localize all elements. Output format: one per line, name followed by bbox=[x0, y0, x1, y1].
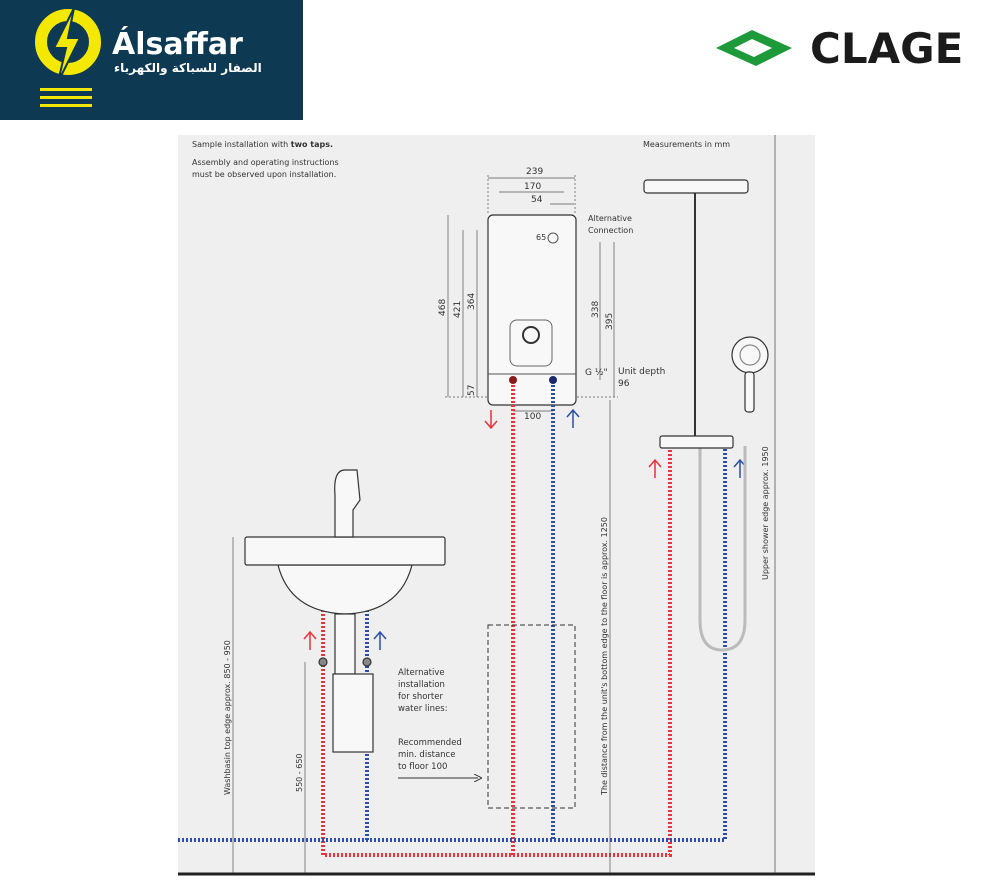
dim-364: 364 bbox=[467, 293, 477, 310]
shower-edge-label: Upper shower edge approx. 1950 bbox=[761, 446, 770, 580]
basin-tap bbox=[334, 469, 361, 538]
dim-395: 395 bbox=[605, 313, 615, 330]
dim-54: 54 bbox=[531, 195, 543, 205]
tap-height-label: 550 - 650 bbox=[295, 753, 304, 792]
hand-shower-head bbox=[731, 336, 769, 374]
brand-name: Álsaffar bbox=[112, 26, 243, 62]
alt-connection-label-1: Alternative bbox=[588, 214, 632, 223]
thread-label: G ½" bbox=[585, 368, 608, 378]
dim-239: 239 bbox=[526, 167, 543, 177]
alsaffar-logo: Álsaffar الصفار للسباكة والكهرباء bbox=[0, 0, 303, 120]
unit-depth-value: 96 bbox=[618, 379, 630, 389]
svg-text:to floor 100: to floor 100 bbox=[398, 762, 447, 772]
hot-pipe-shower bbox=[513, 448, 672, 857]
unit-depth-label: Unit depth bbox=[618, 367, 665, 377]
svg-text:min. distance: min. distance bbox=[398, 750, 455, 760]
svg-text:Recommended: Recommended bbox=[398, 738, 462, 748]
alt-install-text: Alternative installation for shorter wat… bbox=[398, 668, 462, 772]
alternative-position-box bbox=[487, 624, 576, 809]
shower-mixer bbox=[659, 435, 734, 449]
dim-170: 170 bbox=[524, 182, 541, 192]
heater-dimension-lines bbox=[445, 175, 618, 412]
svg-text:installation: installation bbox=[398, 680, 445, 690]
dim-468: 468 bbox=[438, 299, 448, 316]
dim-100: 100 bbox=[524, 412, 541, 422]
sample-note: Sample installation with two taps. bbox=[192, 140, 333, 149]
washbasin bbox=[244, 469, 446, 753]
svg-text:for shorter: for shorter bbox=[398, 692, 443, 702]
svg-text:Alternative: Alternative bbox=[398, 668, 445, 678]
brand-arabic: الصفار للسباكة والكهرباء bbox=[114, 61, 262, 76]
cold-pipe-main bbox=[178, 448, 727, 842]
shower-hose bbox=[698, 446, 747, 652]
alsaffar-logo-graphic: Álsaffar الصفار للسباكة والكهرباء bbox=[35, 7, 262, 107]
washbasin-height-label: Washbasin top edge approx. 850 - 950 bbox=[223, 640, 232, 795]
dim-338: 338 bbox=[591, 301, 601, 318]
shower-set bbox=[643, 179, 769, 652]
alt-connection-label-2: Connection bbox=[588, 226, 633, 235]
water-heater-unit bbox=[487, 214, 577, 406]
assembly-note-1: Assembly and operating instructions bbox=[192, 158, 339, 167]
dim-421: 421 bbox=[453, 301, 463, 318]
hot-pipe-heater bbox=[321, 385, 515, 857]
clage-wordmark: CLAGE bbox=[810, 24, 963, 73]
assembly-note-2: must be observed upon installation. bbox=[192, 170, 336, 179]
overhead-shower bbox=[643, 179, 749, 194]
unit-floor-label: The distance from the unit's bottom edge… bbox=[600, 517, 609, 796]
dim-65: 65 bbox=[536, 233, 546, 242]
svg-text:water lines:: water lines: bbox=[398, 704, 448, 714]
dim-57: 57 bbox=[467, 385, 477, 396]
clage-logo: CLAGE bbox=[712, 18, 997, 78]
measurements-note: Measurements in mm bbox=[643, 140, 730, 149]
